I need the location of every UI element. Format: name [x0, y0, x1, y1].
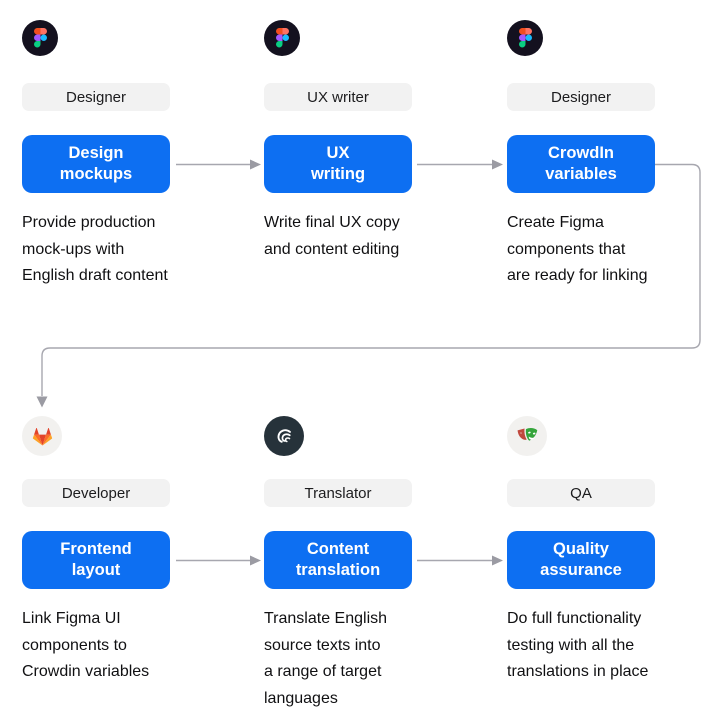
- button-line2: translation: [295, 561, 381, 579]
- description-line: translations in place: [507, 663, 649, 680]
- step-description: Translate English source texts into a ra…: [264, 606, 439, 712]
- arrowhead-right-4: [492, 555, 503, 566]
- figma-icon: [264, 20, 300, 56]
- button-line1: UX: [326, 144, 350, 162]
- role-badge: UX writer: [264, 83, 412, 111]
- arrowhead-right-1: [250, 159, 261, 170]
- step-description: Provide production mock-ups with English…: [22, 210, 197, 290]
- description-line: English draft content: [22, 267, 168, 284]
- gitlab-icon: [22, 416, 62, 456]
- design-mockups-button[interactable]: Design mockups: [22, 135, 170, 193]
- frontend-layout-button[interactable]: Frontend layout: [22, 531, 170, 589]
- button-line1: Design: [68, 144, 124, 162]
- crowdin-icon: [264, 416, 304, 456]
- role-badge: Developer: [22, 479, 170, 507]
- role-label: UX writer: [307, 88, 369, 106]
- button-line2: variables: [545, 165, 617, 183]
- step-description: Do full functionality testing with all t…: [507, 606, 682, 686]
- role-label: QA: [570, 484, 592, 502]
- button-line2: layout: [71, 561, 121, 579]
- description-line: languages: [264, 689, 338, 707]
- button-line1: Content: [306, 540, 370, 558]
- description-line: source texts into: [264, 636, 381, 654]
- role-badge: Translator: [264, 479, 412, 507]
- figma-icon: [22, 20, 58, 56]
- description-line: Create Figma: [507, 214, 604, 231]
- description-line: Link Figma UI: [22, 610, 121, 627]
- button-line2: writing: [310, 165, 366, 183]
- description-line: Translate English: [264, 610, 388, 627]
- description-line: Crowdin variables: [22, 663, 150, 680]
- description-line: testing with all the: [507, 636, 635, 654]
- description-line: mock-ups with: [22, 240, 125, 258]
- description-line: Write final UX copy: [264, 214, 400, 231]
- arrowhead-right-2: [492, 159, 503, 170]
- button-line1: CrowdIn: [548, 144, 614, 162]
- description-line: Do full functionality: [507, 610, 642, 627]
- description-line: a range of target: [264, 663, 382, 680]
- role-label: Designer: [65, 88, 127, 106]
- crowdin-variables-button[interactable]: CrowdIn variables: [507, 135, 655, 193]
- button-line1: Frontend: [60, 540, 132, 558]
- role-label: Translator: [304, 484, 372, 502]
- content-translation-button[interactable]: Content translation: [264, 531, 412, 589]
- description-line: components to: [22, 636, 127, 654]
- figma-icon: [507, 20, 543, 56]
- role-badge: QA: [507, 479, 655, 507]
- role-badge: Designer: [22, 83, 170, 111]
- description-line: and content editing: [264, 240, 400, 258]
- description-line: Provide production: [22, 214, 156, 231]
- button-line2: mockups: [59, 165, 133, 183]
- step-description: Create Figma components that are ready f…: [507, 210, 682, 290]
- ux-writing-button[interactable]: UX writing: [264, 135, 412, 193]
- button-line2: assurance: [540, 561, 622, 579]
- role-label: Developer: [61, 484, 131, 502]
- arrowhead-right-3: [250, 555, 261, 566]
- step-description: Write final UX copy and content editing: [264, 210, 439, 263]
- role-badge: Designer: [507, 83, 655, 111]
- button-line1: Quality: [553, 540, 609, 558]
- role-label: Designer: [550, 88, 612, 106]
- description-line: components that: [507, 240, 626, 258]
- quality-assurance-button[interactable]: Quality assurance: [507, 531, 655, 589]
- arrowhead-down: [36, 396, 48, 408]
- description-line: are ready for linking: [507, 267, 648, 284]
- step-description: Link Figma UI components to Crowdin vari…: [22, 606, 197, 686]
- playwright-masks-icon: [507, 416, 547, 456]
